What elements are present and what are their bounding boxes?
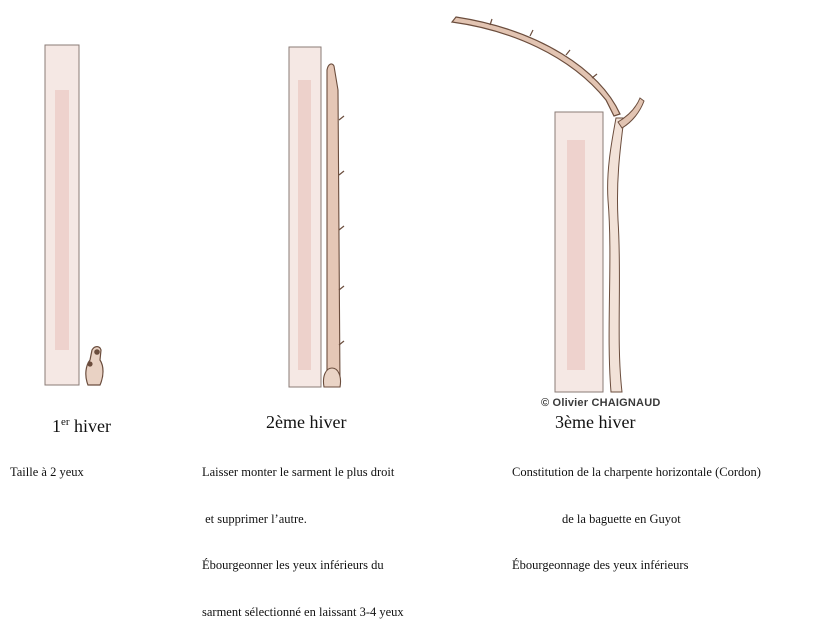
copyright-notice: © Olivier CHAIGNAUD — [541, 397, 660, 409]
panel-3-drawing — [452, 17, 644, 392]
panel-2-caption-line: et supprimer l’autre. — [202, 512, 404, 528]
panel-1-title-sup: er — [61, 416, 70, 428]
panel-3-caption-line: de la baguette en Guyot — [512, 512, 761, 528]
vine-training-illustration — [0, 0, 834, 395]
stake-3-tint — [567, 140, 585, 370]
cordon-arm — [452, 17, 620, 116]
stake-1-tint — [55, 90, 69, 350]
panel-3-caption-line: Constitution de la charpente horizontale… — [512, 465, 761, 481]
side-shoot — [618, 98, 644, 128]
panel-1-drawing — [45, 45, 103, 385]
panel-3-title: 3ème hiver — [555, 412, 635, 432]
panel-1-title-rest: hiver — [70, 416, 111, 436]
panel-3-caption-line: Ébourgeonnage des yeux inférieurs — [512, 558, 761, 574]
panel-1-caption-line: Taille à 2 yeux — [10, 465, 84, 481]
stake-2-tint — [298, 80, 311, 370]
panel-2-caption-line: Ébourgeonner les yeux inférieurs du — [202, 558, 404, 574]
panel-3-caption: Constitution de la charpente horizontale… — [512, 434, 761, 589]
panel-2-title: 2ème hiver — [266, 412, 346, 432]
panel-2-caption-line: sarment sélectionné en laissant 3-4 yeux — [202, 605, 404, 621]
panel-1-caption: Taille à 2 yeux — [10, 434, 84, 496]
panel-2-caption-line: Laisser monter le sarment le plus droit — [202, 465, 404, 481]
panel-1-title: 1er hiver — [52, 412, 111, 436]
trunk — [608, 118, 624, 392]
panel-2-drawing — [289, 47, 344, 387]
spur-2-buds — [86, 347, 103, 385]
shoot-selected — [327, 64, 340, 387]
panel-2-caption: Laisser monter le sarment le plus droit … — [202, 434, 404, 636]
panel-1-title-number: 1 — [52, 416, 61, 436]
shoot-base — [323, 368, 340, 387]
